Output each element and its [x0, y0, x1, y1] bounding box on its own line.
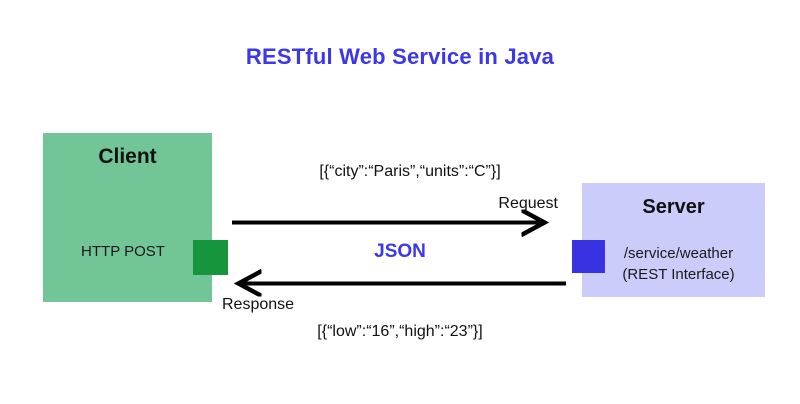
page-title: RESTful Web Service in Java	[245, 44, 555, 69]
server-interface-label: (REST Interface)	[622, 266, 735, 283]
response-arrow-label: Response	[222, 296, 295, 313]
server-endpoint-label: /service/weather	[623, 245, 734, 262]
server-node-title: Server	[642, 196, 705, 218]
client-node-title: Client	[98, 145, 157, 168]
request-payload-label: [{“city”:“Paris”,“units”:“C”}]	[319, 163, 501, 180]
request-arrow-label: Request	[498, 195, 558, 212]
client-port-square	[193, 240, 228, 275]
json-format-label: JSON	[374, 241, 426, 262]
server-node: Server /service/weather (REST Interface)	[582, 183, 765, 297]
server-port-square	[572, 240, 605, 273]
client-http-method-label: HTTP POST	[81, 243, 165, 260]
response-payload-label: [{“low”:“16”,“high”:“23”}]	[317, 323, 483, 340]
client-node: Client HTTP POST	[43, 133, 212, 302]
